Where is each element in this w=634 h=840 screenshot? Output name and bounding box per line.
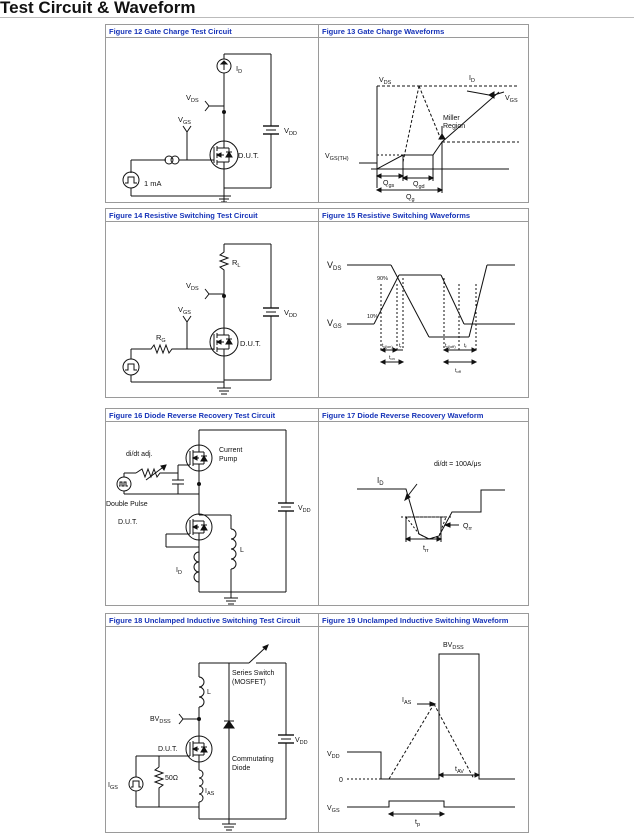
f18-comm-label-2: Diode [232,765,250,772]
f15-tr-label: tr [399,343,402,349]
f12-vds-label: VDS [186,93,199,104]
f14-rl-label: RL [232,258,240,269]
f17-qrr-label: Qrr [463,523,472,532]
figure-15-panel: Figure 15 Resistive Switching Waveforms [318,208,529,398]
f15-tdoff-label: td(off) [445,343,456,349]
figure-18-panel: Figure 18 Unclamped Inductive Switching … [105,613,319,833]
f14-vgs-label: VGS [178,305,191,316]
f15-tdon-label: td(on) [382,343,393,349]
unclamped-inductive-switching-waveform: BVDSS IAS VDD 0 tAV VGS tp [327,642,515,828]
f19-vgs-label: VGS [327,805,340,814]
f16-double-pulse-label: Double Pulse [106,501,148,508]
f18-l-label: L [207,689,211,696]
figure-13-caption: Figure 13 Gate Charge Waveforms [319,25,528,38]
f14-vds-label: VDS [186,281,199,292]
f18-igs-label: IGS [108,782,118,791]
unclamped-inductive-switching-test-circuit: Series Switch (MOSFET) L BVDSS D.U.T. Co… [108,644,308,831]
resistive-switching-waveforms: VDS VGS 90% 10% td(on) tr ton td(off) tf… [327,260,515,374]
f14-rg-label: RG [156,333,166,344]
f16-pump-label-2: Pump [219,456,237,463]
f18-ias-label: IAS [205,788,215,797]
f13-vds-label: VDS [379,77,392,86]
gate-charge-test-circuit: ID VDS VGS VDD D.U.T. 1 mA [122,53,297,202]
figure-13-panel: Figure 13 Gate Charge Waveforms VDS ID [318,24,529,203]
f18-comm-label-1: Commutating [232,756,274,763]
f13-qgd-label: Qgd [413,181,425,190]
f18-series-label-2: (MOSFET) [232,679,266,686]
f12-vdd-label: VDD [284,126,297,137]
page-title: Test Circuit & Waveform [0,0,196,17]
f15-10pct-label: 10% [367,314,378,320]
f17-trr-label: trr [423,545,429,554]
f15-tf-label: tf [464,343,467,349]
f12-current-label: 1 mA [144,179,162,188]
figure-19-caption: Figure 19 Unclamped Inductive Switching … [319,614,528,627]
f13-vgsth-label: VGS(TH) [325,153,349,162]
f19-tp-label: tp [415,819,420,828]
f15-90pct-label: 90% [377,276,388,282]
f16-didt-label: di/dt adj. [126,451,153,458]
f13-miller-label-1: Miller [443,115,460,122]
f19-vdd-label: VDD [327,751,340,760]
figure-12-caption: Figure 12 Gate Charge Test Circuit [106,25,318,38]
f13-qgs-label: Qgs [383,180,395,189]
f13-vgs-label: VGS [505,95,518,104]
figure-18-caption: Figure 18 Unclamped Inductive Switching … [106,614,318,627]
resistive-switching-test-circuit: RL VDS VGS RG VDD D.U.T. [122,243,297,395]
figure-14-caption: Figure 14 Resistive Switching Test Circu… [106,209,318,222]
f16-id-label: ID [176,567,182,576]
figure-14-panel: Figure 14 Resistive Switching Test Circu… [105,208,319,398]
f12-vgs-label: VGS [178,115,191,126]
f16-vdd-label: VDD [298,505,311,514]
figure-17-caption: Figure 17 Diode Reverse Recovery Wavefor… [319,409,528,422]
gate-charge-waveforms: VDS ID Miller Region VGS VGS(TH) Qgs Qgd… [325,75,519,202]
f13-qg-label: Qg [406,194,415,202]
f16-l-label: L [240,547,244,554]
figure-12-panel: Figure 12 Gate Charge Test Circuit [105,24,319,203]
figure-16-caption: Figure 16 Diode Reverse Recovery Test Ci… [106,409,318,422]
f15-vgs-label: VGS [327,318,342,330]
f12-dut-label: D.U.T. [238,151,259,160]
f18-resistor-label: 50Ω [165,775,178,782]
f13-miller-label-2: Region [443,123,465,130]
f19-ias-label: IAS [402,697,412,706]
f18-bvdss-label: BVDSS [150,716,171,725]
title-divider [0,17,634,18]
figure-15-caption: Figure 15 Resistive Switching Waveforms [319,209,528,222]
f18-dut-label: D.U.T. [158,746,178,753]
f15-vds-label: VDS [327,260,341,272]
f17-didt-label: di/dt = 100A/μs [434,461,482,468]
f16-dut-label: D.U.T. [118,519,138,526]
f14-dut-label: D.U.T. [240,339,261,348]
figure-16-panel: Figure 16 Diode Reverse Recovery Test Ci… [105,408,319,606]
f16-pump-label-1: Current [219,447,242,454]
f15-ton-label: ton [389,355,395,361]
f14-vdd-label: VDD [284,308,297,319]
f12-id-label: ID [236,64,242,75]
f19-zero-label: 0 [339,777,343,784]
f18-vdd-label: VDD [295,737,308,746]
f13-id-label: ID [469,75,475,84]
f19-tav-label: tAV [455,766,464,775]
f17-id-label: ID [377,476,384,487]
figure-17-panel: Figure 17 Diode Reverse Recovery Wavefor… [318,408,529,606]
figure-19-panel: Figure 19 Unclamped Inductive Switching … [318,613,529,833]
diode-reverse-recovery-waveform: di/dt = 100A/μs ID Qrr trr [357,461,505,554]
f19-bvdss-label: BVDSS [443,642,464,651]
diode-reverse-recovery-test-circuit: di/dt adj. Current Pump Double Pulse D.U… [106,429,311,605]
f18-series-label-1: Series Switch [232,670,275,677]
f15-toff-label: toff [455,368,462,374]
